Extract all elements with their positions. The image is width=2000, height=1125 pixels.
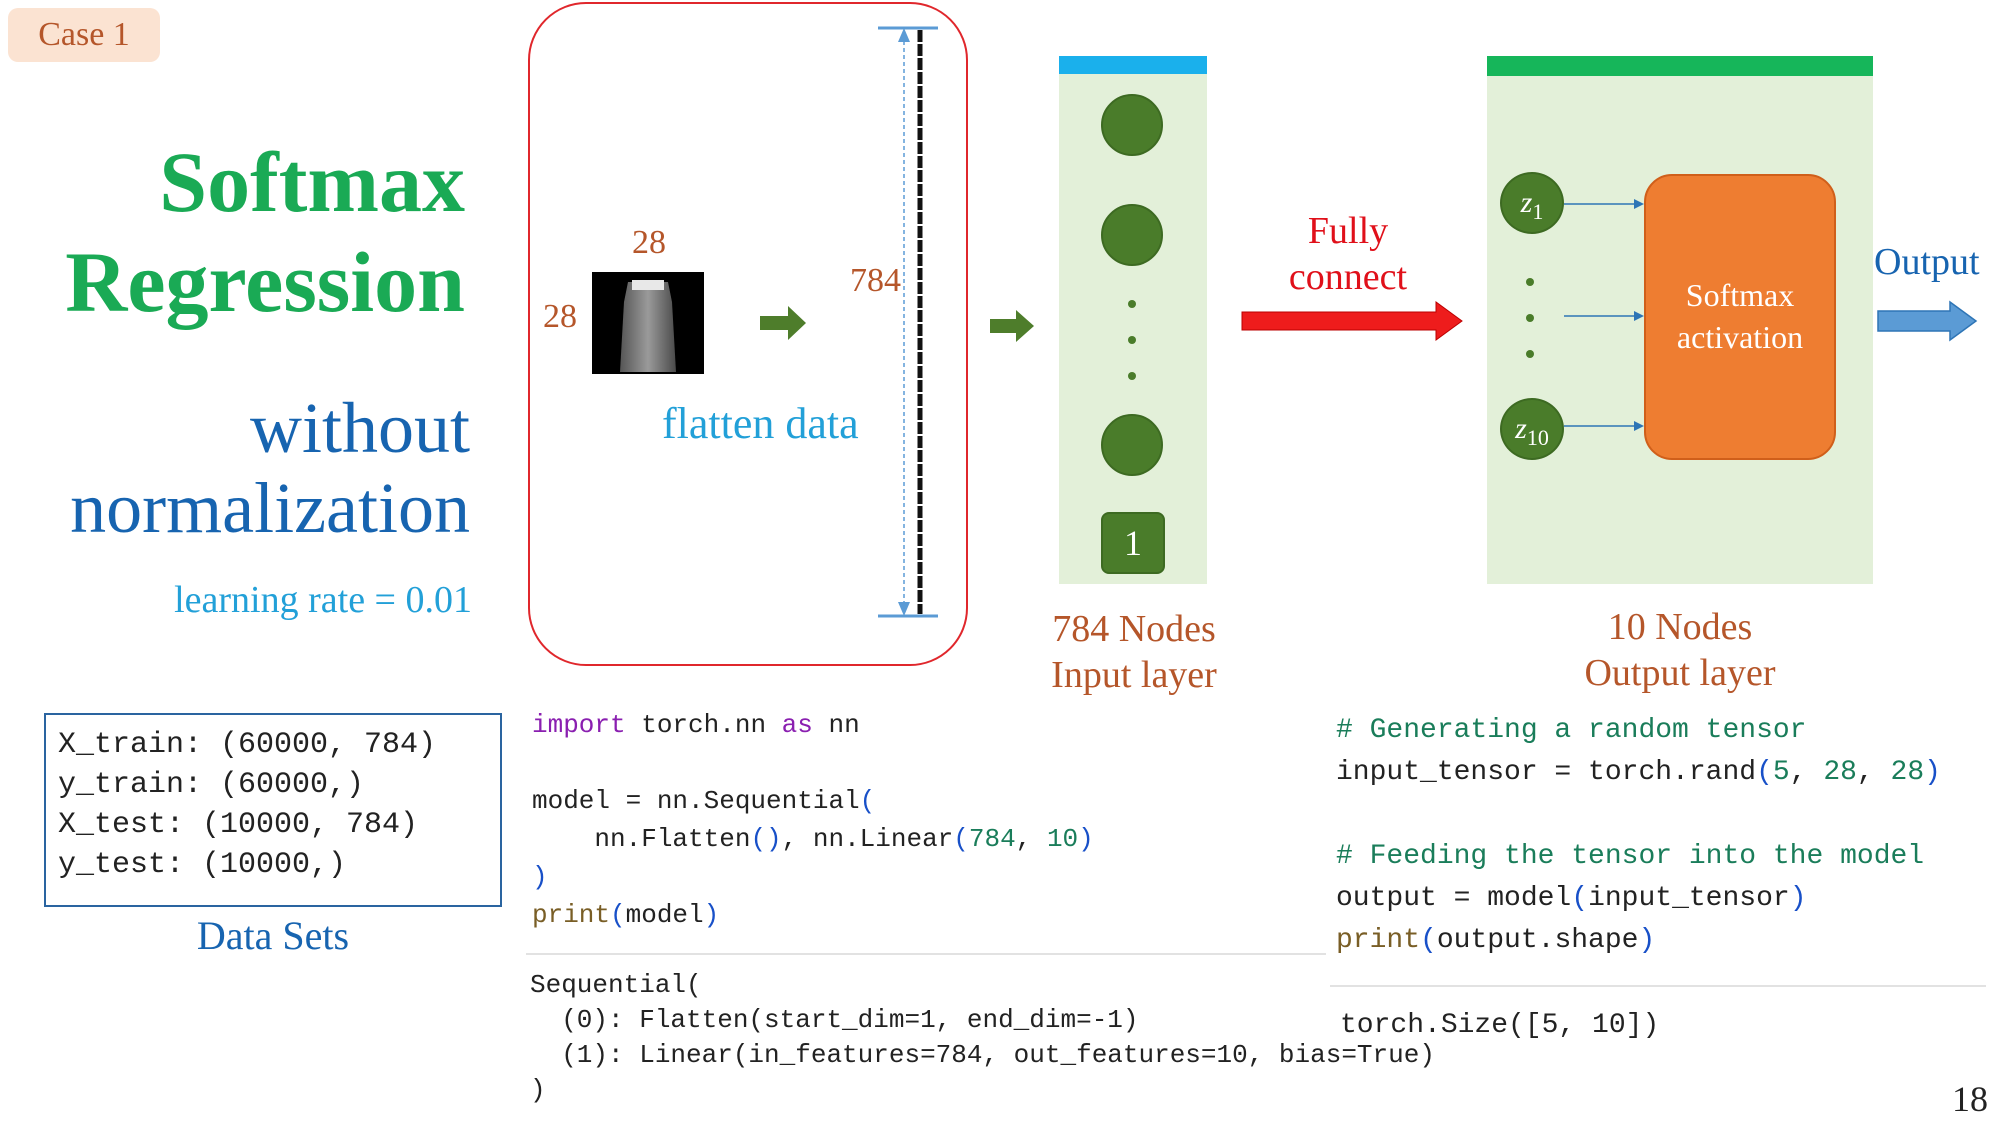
code-comment: # Generating a random tensor	[1336, 715, 1807, 746]
code-line: )	[532, 862, 548, 892]
image-width-label: 28	[632, 224, 666, 261]
ellipsis-dot	[1526, 314, 1534, 322]
fully-connect-label: Fully connect	[1248, 208, 1448, 300]
code-line: nn.Flatten(), nn.Linear(784, 10)	[532, 824, 1094, 854]
input-node	[1101, 204, 1163, 266]
output-label: Output	[1874, 241, 1980, 283]
mnist-image	[592, 272, 704, 374]
code-line	[532, 744, 1094, 782]
case-badge: Case 1	[8, 8, 160, 62]
divider	[526, 953, 1326, 955]
dataset-line: y_test: (10000,)	[58, 848, 347, 882]
output-layer-name: Output layer	[1584, 652, 1776, 694]
z10-node: z10	[1500, 398, 1564, 460]
vector-length-label: 784	[850, 262, 901, 299]
fully-connect-line-2: connect	[1288, 256, 1408, 298]
code-line: model = nn.Sequential(	[532, 786, 876, 816]
softmax-input-arrows-icon	[1564, 199, 1644, 431]
softmax-label-line-2: activation	[1676, 319, 1804, 355]
model-output-block: Sequential( (0): Flatten(start_dim=1, en…	[530, 968, 1435, 1108]
bias-node: 1	[1101, 512, 1165, 574]
output-layer-count: 10 Nodes	[1607, 606, 1753, 648]
fully-connect-line-1: Fully	[1307, 210, 1389, 252]
code-line: print(output.shape)	[1336, 925, 1656, 956]
ellipsis-dot	[1526, 350, 1534, 358]
page-number: 18	[1952, 1079, 1988, 1119]
image-height-label: 28	[543, 298, 577, 335]
output-line: (1): Linear(in_features=784, out_feature…	[530, 1040, 1435, 1070]
output-line: (0): Flatten(start_dim=1, end_dim=-1)	[530, 1005, 1139, 1035]
flattened-vector-icon	[878, 26, 938, 618]
learning-rate: learning rate = 0.01	[174, 579, 472, 621]
title-line-2: Regression	[65, 234, 465, 330]
datasets-label: Data Sets	[196, 913, 350, 958]
output-line: Sequential(	[530, 970, 702, 1000]
subtitle-line-2: normalization	[70, 468, 470, 548]
dataset-line: y_train: (60000,)	[58, 768, 365, 802]
ellipsis-dot	[1128, 336, 1136, 344]
input-node	[1101, 414, 1163, 476]
z1-node: z1	[1500, 172, 1564, 234]
softmax-label-line-1: Softmax	[1685, 277, 1795, 313]
fully-connect-arrow-icon	[1241, 301, 1463, 341]
input-arrow-icon	[990, 310, 1034, 342]
model-code-block: import torch.nn as nn model = nn.Sequent…	[532, 706, 1094, 934]
title-line-1: Softmax	[159, 134, 465, 230]
code-line: output = model(input_tensor)	[1336, 883, 1807, 914]
softmax-activation-block: Softmax activation	[1644, 174, 1836, 460]
ellipsis-dot	[1526, 278, 1534, 286]
code-line: input_tensor = torch.rand(5, 28, 28)	[1336, 757, 1941, 788]
divider	[1330, 985, 1986, 987]
subtitle-line-1: without	[249, 388, 470, 468]
output-line: )	[530, 1075, 546, 1105]
flatten-box	[528, 2, 968, 666]
code-line: import torch.nn as nn	[532, 710, 860, 740]
tensor-output: torch.Size([5, 10])	[1340, 1010, 1660, 1041]
input-layer-name: Input layer	[1051, 654, 1217, 696]
flatten-arrow-icon	[760, 306, 806, 340]
ellipsis-dot	[1128, 372, 1136, 380]
input-layer-header-bar	[1059, 56, 1207, 74]
ellipsis-dot	[1128, 300, 1136, 308]
code-line: print(model)	[532, 900, 720, 930]
code-comment: # Feeding the tensor into the model	[1336, 841, 1925, 872]
output-layer-header-bar	[1487, 56, 1873, 76]
input-layer-count: 784 Nodes	[1052, 608, 1216, 650]
dataset-line: X_train: (60000, 784)	[58, 728, 437, 762]
datasets-box: X_train: (60000, 784) y_train: (60000,) …	[44, 713, 502, 907]
output-arrow-icon	[1877, 300, 1978, 342]
code-line	[1336, 794, 1941, 836]
tensor-code-block: # Generating a random tensor input_tenso…	[1336, 710, 1941, 962]
input-node	[1101, 94, 1163, 156]
dataset-line: X_test: (10000, 784)	[58, 808, 419, 842]
flatten-caption: flatten data	[662, 399, 859, 448]
